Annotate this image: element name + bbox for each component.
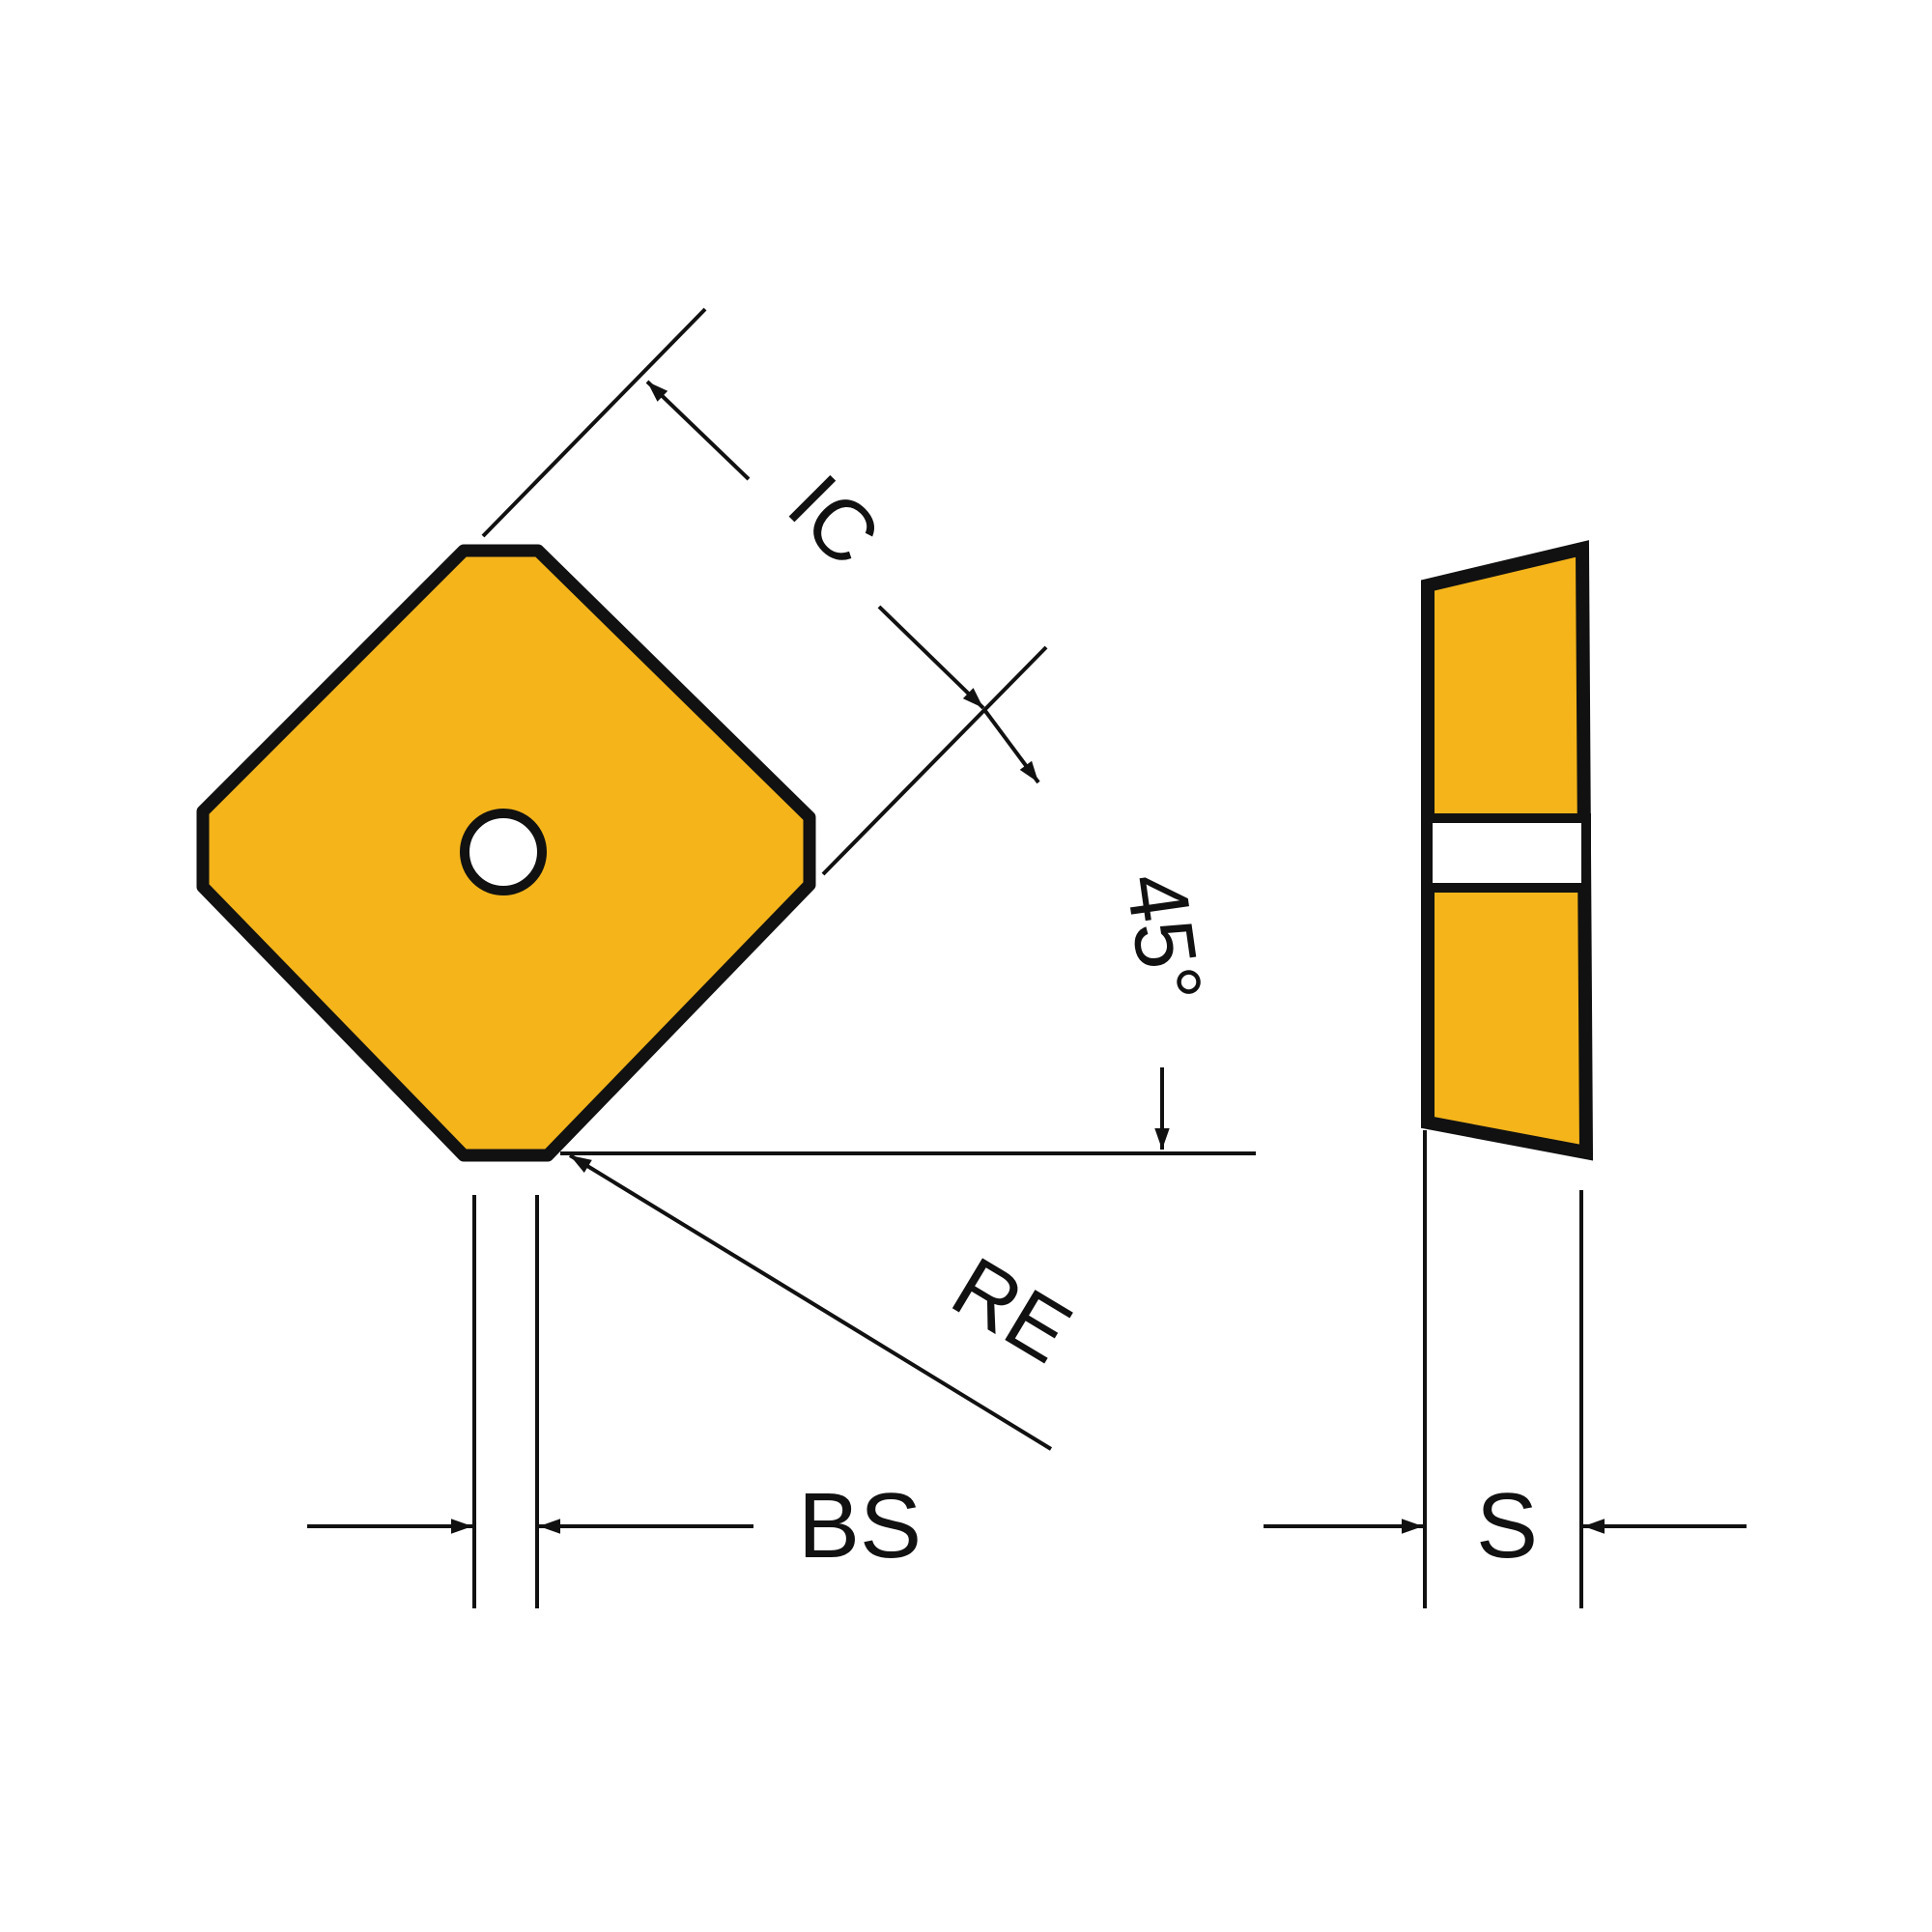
bs-label: BS — [798, 1474, 922, 1577]
center-hole — [460, 809, 547, 895]
ic-tail-arrow — [983, 709, 1040, 784]
ic-label: IC — [770, 456, 897, 583]
angle-label: 45° — [1108, 867, 1221, 1009]
side-hole-slot — [1423, 813, 1591, 893]
ic-dimension-line-lower — [877, 605, 985, 710]
insert-side-view — [1421, 540, 1594, 1161]
s-dimension — [1264, 1130, 1747, 1608]
re-leader-line — [568, 1153, 1053, 1451]
ic-extension-line-lower — [821, 645, 1048, 876]
insert-top-view — [196, 544, 816, 1162]
s-label: S — [1476, 1474, 1538, 1577]
ic-extension-line-upper — [481, 307, 707, 538]
ic-dimension — [481, 307, 1048, 876]
angle-dimension — [560, 1067, 1256, 1155]
bs-dimension — [307, 1195, 753, 1608]
re-dimension — [568, 1153, 1053, 1451]
ic-dimension-line-upper — [645, 380, 751, 481]
re-label: RE — [937, 1238, 1088, 1381]
